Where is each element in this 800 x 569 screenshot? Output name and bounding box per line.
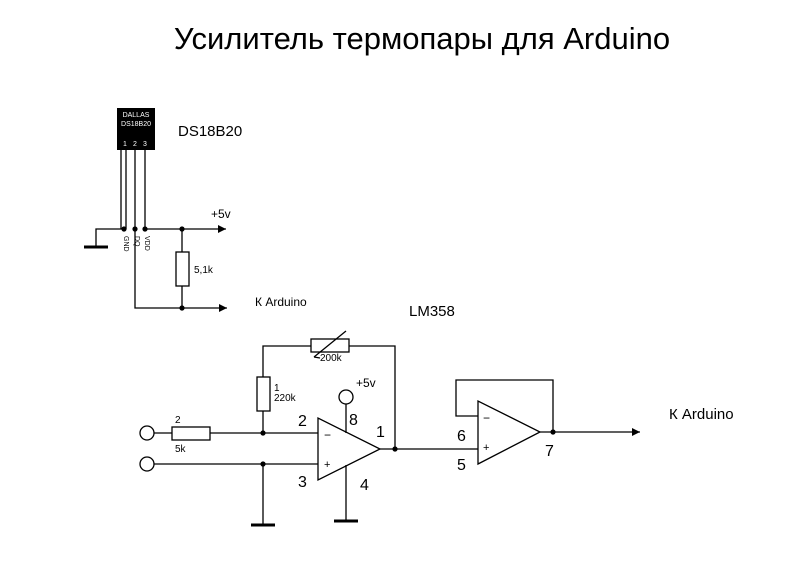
sensor-output-label: К Arduino	[255, 295, 307, 309]
sensor-ground-wire	[95, 228, 124, 246]
feedback-resistor-variable	[310, 338, 350, 353]
sensor-body	[117, 108, 155, 150]
ds18b20-sensor: DALLAS DS18B20 1 2 3	[117, 108, 155, 150]
pin-8-label: 8	[349, 412, 358, 429]
opamp-1-plus-sign: +	[324, 459, 330, 471]
sensor-body-model: DS18B20	[121, 121, 151, 128]
sensor-pin-number-2: 2	[133, 141, 137, 148]
resistor-1-ref: 1	[274, 383, 280, 394]
supply-label-top: +5v	[211, 207, 231, 221]
opamp-2-triangle	[477, 399, 542, 466]
resistor-2-ref: 2	[175, 415, 181, 426]
pin-4-label: 4	[360, 477, 369, 494]
opamp-name: LM358	[409, 303, 455, 320]
opamp-1-triangle	[317, 416, 382, 482]
pin-7-label: 7	[545, 443, 554, 460]
sensor-pin-number-3: 3	[143, 141, 147, 148]
junction-inverting	[260, 430, 266, 436]
data-wire-to-arduino	[134, 229, 227, 312]
opamp-1-minus-sign: −	[324, 428, 331, 442]
sensor-pin-number-1: 1	[123, 141, 127, 148]
diagram-title: Усилитель термопары для Arduino	[174, 21, 670, 56]
sensor-pin-name-vdd: VDD	[143, 236, 150, 251]
pin-1-label: 1	[376, 424, 385, 441]
feedback-wire-left	[262, 345, 311, 377]
junction-opamp-2-output	[550, 429, 556, 435]
pullup-value: 5,1k	[194, 265, 214, 276]
sensor-body-brand: DALLAS	[123, 112, 150, 119]
sensor-name: DS18B20	[178, 123, 242, 140]
sensor-pin-name-dq: DQ	[133, 236, 140, 247]
pin-3-label: 3	[298, 474, 307, 491]
junction-opamp-1-output	[392, 446, 398, 452]
input-terminal-plus	[139, 456, 155, 472]
junction-pullup-bottom	[179, 305, 185, 311]
pullup-resistor	[175, 251, 190, 287]
opamp-supply-label: +5v	[356, 376, 376, 390]
resistor-2-value: 5k	[175, 444, 187, 455]
resistor-1	[256, 376, 271, 412]
feedback-wire-right	[349, 345, 396, 449]
opamp-2-feedback-wire	[455, 379, 554, 432]
opamp-supply-terminal	[338, 389, 354, 405]
resistor-2	[171, 426, 211, 441]
pin-5-label: 5	[457, 457, 466, 474]
opamp-2-plus-sign: +	[483, 442, 489, 454]
amplifier-output-label: К Arduino	[669, 406, 734, 423]
pin-6-label: 6	[457, 428, 466, 445]
resistor-1-value: 220k	[274, 393, 297, 404]
variable-arrow-tick	[313, 356, 321, 359]
opamp-2-minus-sign: −	[483, 411, 490, 425]
sensor-pin-name-gnd: GND	[122, 236, 129, 252]
input-terminal-minus	[139, 425, 155, 441]
pin-2-label: 2	[298, 413, 307, 430]
feedback-resistor-value: 200k	[320, 353, 343, 364]
variable-arrow-line	[313, 330, 347, 358]
